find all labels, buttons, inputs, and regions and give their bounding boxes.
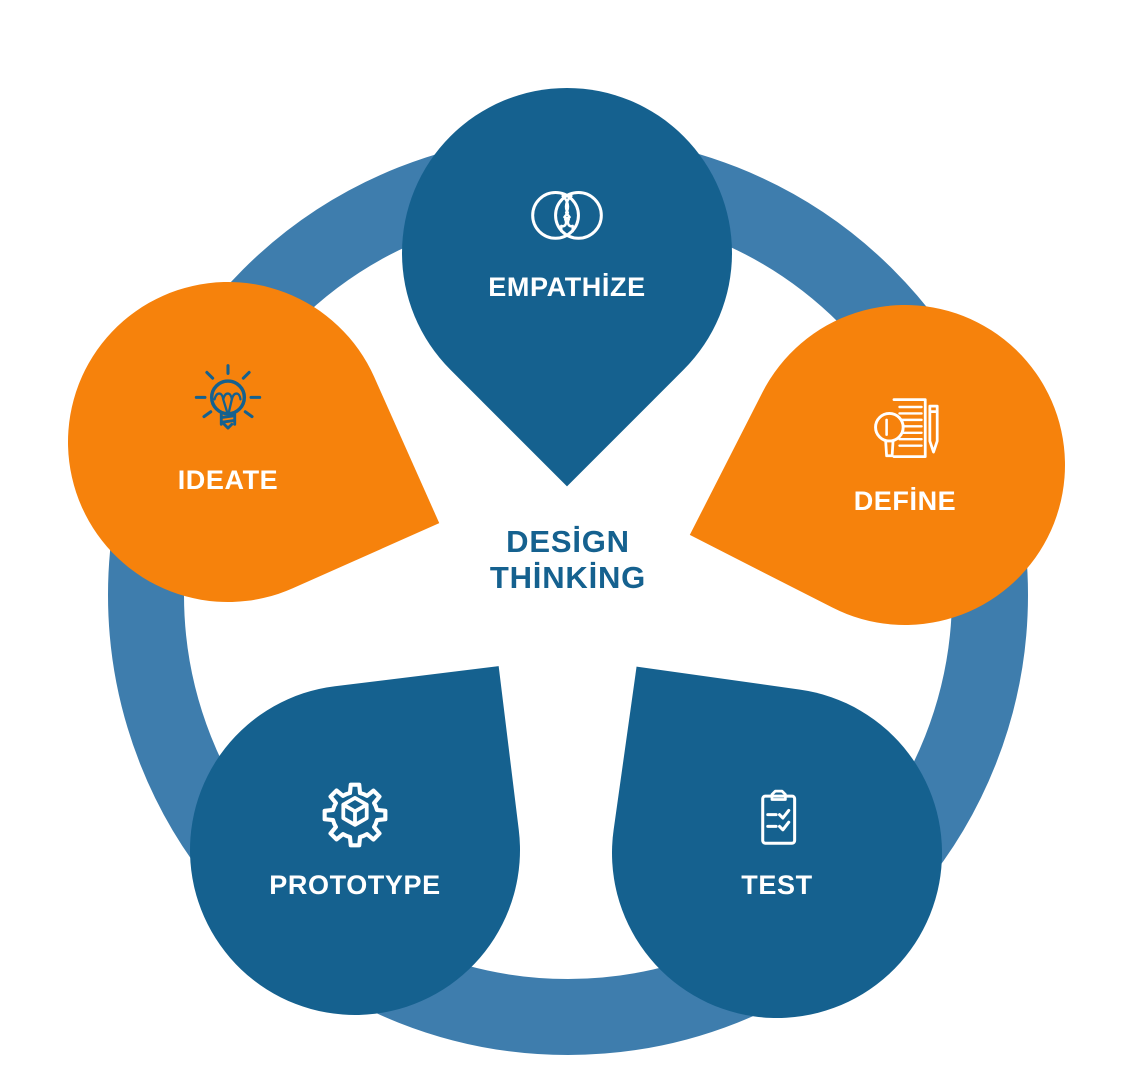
stage-empathize-label: EMPATHİZE xyxy=(488,271,646,302)
stage-prototype-content: PROTOTYPE xyxy=(190,685,520,1015)
diagram-title-line2: THİNKİNG xyxy=(489,559,647,595)
stage-test: TEST xyxy=(590,666,964,1040)
diagram-title-line1: DESİGN xyxy=(506,524,630,559)
stage-define-label: DEFİNE xyxy=(853,485,957,516)
gear-cube-icon xyxy=(322,782,388,847)
stage-test-content: TEST xyxy=(612,688,942,1018)
stage-prototype-label: PROTOTYPE xyxy=(269,869,441,900)
stage-ideate-label: IDEATE xyxy=(177,464,279,495)
stage-empathize-content: EMPATHİZE xyxy=(402,88,732,418)
stage-prototype: PROTOTYPE xyxy=(171,666,539,1034)
lightbulb-icon xyxy=(194,363,262,430)
stage-empathize: EMPATHİZE xyxy=(333,19,801,487)
stage-test-label: TEST xyxy=(741,869,813,900)
stage-define: DEFİNE xyxy=(689,249,1121,681)
magnifier-document-pencil-icon xyxy=(874,397,939,458)
stage-ideate: IDEATE xyxy=(16,230,440,654)
clipboard-checklist-icon xyxy=(761,789,797,845)
two-heads-icon xyxy=(531,190,603,240)
diagram-title: DESİGN THİNKİNG xyxy=(398,524,738,596)
stage-ideate-content: IDEATE xyxy=(68,282,388,602)
stage-define-content: DEFİNE xyxy=(745,305,1065,625)
